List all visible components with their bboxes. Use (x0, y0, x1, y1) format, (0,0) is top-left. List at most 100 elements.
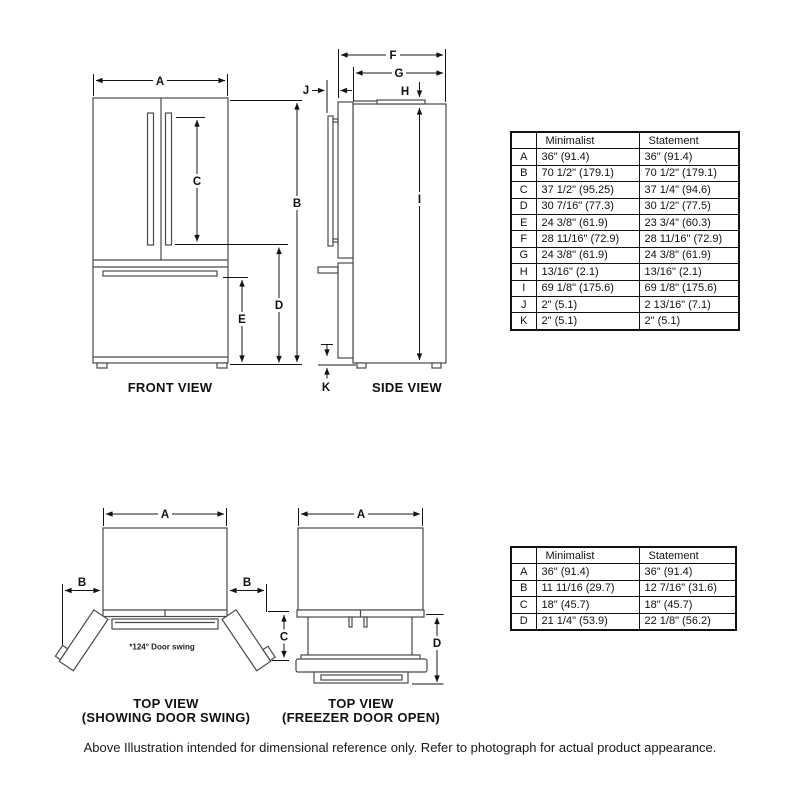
extension-line (93, 74, 228, 96)
extension-line (412, 614, 444, 685)
dim-label-e: E (238, 314, 246, 326)
extension-line (230, 100, 302, 365)
extension-line (103, 508, 227, 526)
right-door-handle-top (262, 645, 277, 662)
row-key: G (510, 246, 537, 265)
row-key: A (510, 148, 537, 166)
minimalist-value: 13/16" (2.1) (535, 263, 640, 281)
statement-value: 70 1/2" (179.1) (638, 164, 740, 183)
row-key: B (510, 579, 537, 598)
statement-value: 30 1/2" (77.5) (638, 197, 740, 215)
minimalist-value: 24 3/8" (61.9) (535, 213, 640, 232)
left-handle-tick (348, 616, 353, 628)
fridge-door-side (337, 101, 354, 259)
dim-label-c: C (280, 632, 288, 644)
row-key: D (510, 197, 537, 215)
top-view-door-swing-drawing: A B B C *124° Door swing (54, 507, 291, 672)
row-key: C (510, 596, 537, 614)
minimalist-value: 36" (91.4) (535, 148, 640, 166)
minimalist-value: 2" (5.1) (535, 312, 640, 331)
dim-label-b-right: B (243, 577, 251, 589)
dimension-diagram: A B C D E F G J (54, 48, 447, 685)
left-door-handle (146, 112, 155, 246)
top-view-freezer-open-drawing: A D (295, 507, 444, 685)
header-statement: Statement (638, 546, 737, 565)
minimalist-value: 28 11/16" (72.9) (535, 230, 640, 248)
freezer-door-side (337, 262, 354, 359)
cabinet-top-outline (297, 527, 424, 611)
right-handle-tick (363, 616, 368, 628)
top-view-freezer-caption-line1: TOP VIEW (328, 696, 394, 711)
side-view-drawing: F G J H I K (303, 48, 447, 394)
minimalist-value: 21 1/4" (53.9) (535, 612, 640, 631)
front-view-caption: FRONT VIEW (127, 380, 213, 395)
statement-value: 22 1/8" (56.2) (638, 612, 737, 631)
statement-value: 23 3/4" (60.3) (638, 213, 740, 232)
extension-line (338, 49, 446, 102)
row-key: D (510, 612, 537, 631)
top-view-swing-caption-line1: TOP VIEW (133, 696, 199, 711)
dim-label-k: K (322, 382, 331, 394)
drawer-front-panel (295, 658, 428, 673)
handle-mount-bottom (332, 238, 339, 243)
minimalist-value: 2" (5.1) (535, 295, 640, 314)
dim-label-b-left: B (78, 577, 86, 589)
door-swing-note: *124° Door swing (129, 643, 195, 652)
header-blank (510, 546, 537, 565)
statement-value: 18" (45.7) (638, 596, 737, 614)
handle-mount-top (332, 118, 339, 123)
handle-bar-top (111, 618, 219, 630)
left-foot (96, 362, 108, 369)
drawer-handle-detail (320, 674, 403, 681)
table-header-row: Minimalist Statement (510, 131, 740, 150)
minimalist-value: 70 1/2" (179.1) (535, 164, 640, 183)
dim-label-d: D (275, 300, 283, 312)
dim-label-g: G (395, 68, 404, 80)
minimalist-value: 30 7/16" (77.3) (535, 197, 640, 215)
statement-value: 36" (91.4) (638, 563, 737, 581)
right-door-open (221, 609, 272, 672)
cabinet-side-outline (352, 103, 447, 364)
minimalist-value: 36" (91.4) (535, 563, 640, 581)
hinge-cover (376, 99, 426, 105)
dim-label-i: I (418, 194, 421, 206)
freezer-handle (102, 270, 218, 277)
dim-label-c: C (193, 176, 201, 188)
statement-value: 2" (5.1) (638, 312, 740, 331)
minimalist-value: 11 11/16 (29.7) (535, 579, 640, 598)
header-minimalist: Minimalist (535, 131, 640, 150)
statement-value: 37 1/4" (94.6) (638, 181, 740, 199)
statement-value: 36" (91.4) (638, 148, 740, 166)
dim-label-f: F (389, 50, 396, 62)
dim-label-h: H (401, 86, 409, 98)
drawer-side-walls (307, 617, 413, 655)
top-view-freezer-caption: TOP VIEW (FREEZER DOOR OPEN) (261, 697, 461, 724)
statement-value: 69 1/8" (175.6) (638, 279, 740, 297)
statement-value: 24 3/8" (61.9) (638, 246, 740, 265)
row-key: I (510, 279, 537, 297)
left-door-handle-top (54, 644, 69, 661)
dim-label-a: A (357, 509, 365, 521)
drawer-handle (313, 671, 409, 684)
front-view-drawing: A B C D E (92, 73, 304, 369)
dim-label-d: D (433, 638, 441, 650)
left-door-open (58, 609, 109, 672)
left-foot (356, 362, 367, 369)
side-view-caption: SIDE VIEW (372, 380, 442, 395)
